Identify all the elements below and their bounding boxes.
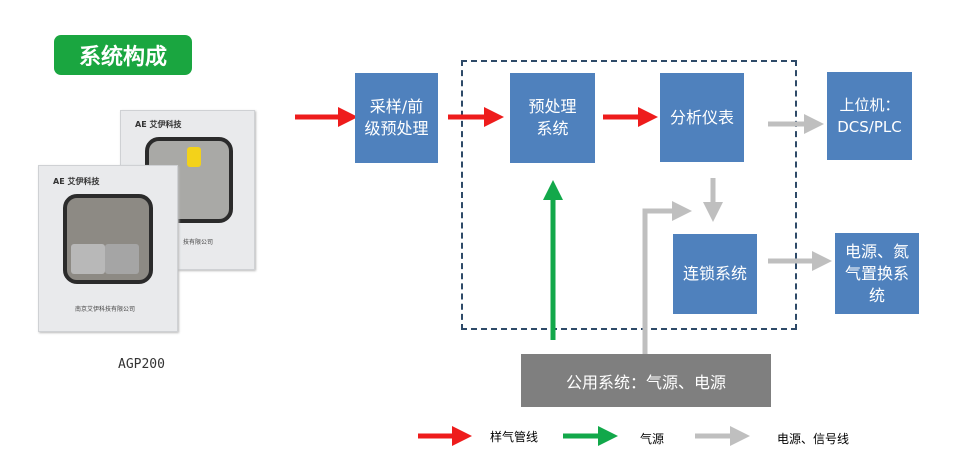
node-pretreatment: 预处理系统 [510, 73, 595, 163]
node-interlock: 连锁系统 [673, 234, 757, 314]
node-label: 预处理系统 [528, 97, 577, 138]
power-line [642, 201, 692, 354]
node-label: 分析仪表 [669, 107, 734, 127]
node-label: 电源、氮气置换系统 [844, 241, 909, 305]
legend-air: 气源 [640, 432, 665, 446]
product-image: AE 艾伊科技 技有限公司 AE 艾伊科技 南京艾伊科技有限公司 [0, 0, 300, 340]
node-power-nitrogen: 电源、氮气置换系统 [835, 233, 919, 314]
node-label: 采样/前级预处理 [364, 97, 429, 138]
node-public-system: 公用系统：气源、电源 [521, 354, 771, 407]
node-sampling: 采样/前级预处理 [355, 73, 438, 163]
product-model: AGP200 [118, 357, 165, 372]
node-analyzer: 分析仪表 [660, 73, 744, 162]
brand-logo: AE 艾伊科技 [135, 120, 182, 129]
section-title: 系统构成 [54, 35, 192, 75]
legend-power-signal: 电源、信号线 [777, 432, 850, 446]
legend-sample-line: 样气管线 [490, 430, 539, 444]
node-host: 上位机：DCS/PLC [827, 72, 912, 160]
system-boundary [461, 60, 797, 330]
node-label: 连锁系统 [682, 264, 747, 283]
node-label: 上位机：DCS/PLC [837, 96, 902, 136]
